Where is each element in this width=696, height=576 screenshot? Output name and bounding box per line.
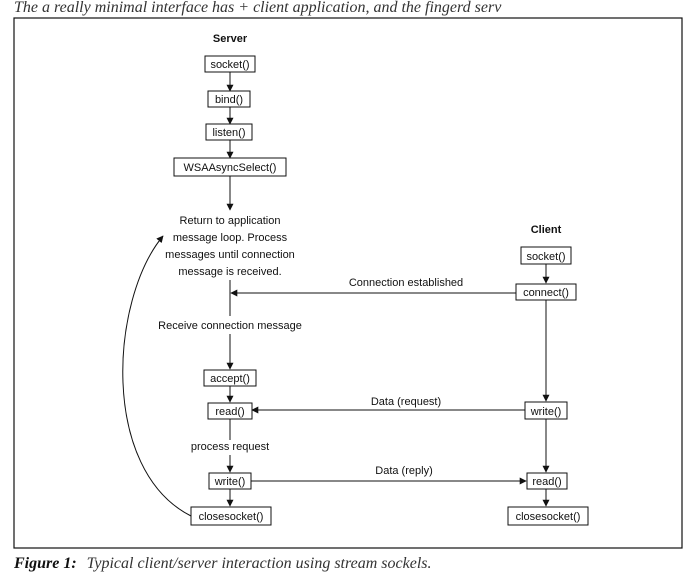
- loop-line-2: message loop. Process: [173, 232, 288, 244]
- server-wsaasyncselect-label: WSAAsyncSelect(): [184, 162, 277, 174]
- client-connect-node: connect(): [515, 283, 577, 301]
- client-read-node: read(): [526, 472, 568, 490]
- client-socket-node: socket(): [520, 246, 572, 265]
- caption-label: Figure 1:: [13, 555, 77, 572]
- loop-back-arrow: [122, 235, 192, 517]
- server-bind-node: bind(): [207, 90, 251, 108]
- server-closesocket-node: closesocket(): [190, 506, 272, 526]
- caption-text: Typical client/server interaction using …: [87, 555, 432, 572]
- message-loop-text: Return to application message loop. Proc…: [165, 215, 295, 278]
- loop-line-3: messages until connection: [165, 249, 295, 261]
- client-write-node: write(): [524, 401, 568, 420]
- client-socket-label: socket(): [526, 251, 565, 263]
- server-accept-label: accept(): [210, 373, 250, 385]
- data-request-label: Data (request): [371, 396, 441, 408]
- server-read-label: read(): [215, 406, 244, 418]
- server-read-node: read(): [207, 402, 253, 420]
- server-write-node: write(): [208, 472, 252, 490]
- client-closesocket-label: closesocket(): [516, 511, 581, 523]
- server-accept-node: accept(): [203, 369, 257, 387]
- data-reply-label: Data (reply): [375, 465, 432, 477]
- process-request-text: process request: [191, 441, 269, 453]
- server-listen-label: listen(): [212, 127, 245, 139]
- connection-established-label: Connection established: [349, 277, 463, 289]
- loop-line-1: Return to application: [180, 215, 281, 227]
- client-connect-label: connect(): [523, 287, 569, 299]
- loop-line-4: message is received.: [178, 266, 281, 278]
- server-socket-node: socket(): [204, 55, 256, 73]
- figure-frame: [13, 17, 683, 549]
- server-listen-node: listen(): [205, 123, 253, 141]
- server-wsaasyncselect-node: WSAAsyncSelect(): [173, 157, 287, 177]
- server-socket-label: socket(): [210, 59, 249, 71]
- server-closesocket-label: closesocket(): [199, 511, 264, 523]
- client-heading: Client: [531, 224, 562, 236]
- server-heading: Server: [213, 33, 248, 45]
- client-write-label: write(): [530, 406, 562, 418]
- top-text-fragment: The a really minimal interface has + cli…: [14, 0, 502, 16]
- figure-caption: Figure 1: Typical client/server interact…: [13, 555, 432, 572]
- client-closesocket-node: closesocket(): [507, 506, 589, 526]
- server-write-label: write(): [214, 476, 246, 488]
- client-read-label: read(): [532, 476, 561, 488]
- receive-connection-text: Receive connection message: [158, 320, 302, 332]
- server-bind-label: bind(): [215, 94, 243, 106]
